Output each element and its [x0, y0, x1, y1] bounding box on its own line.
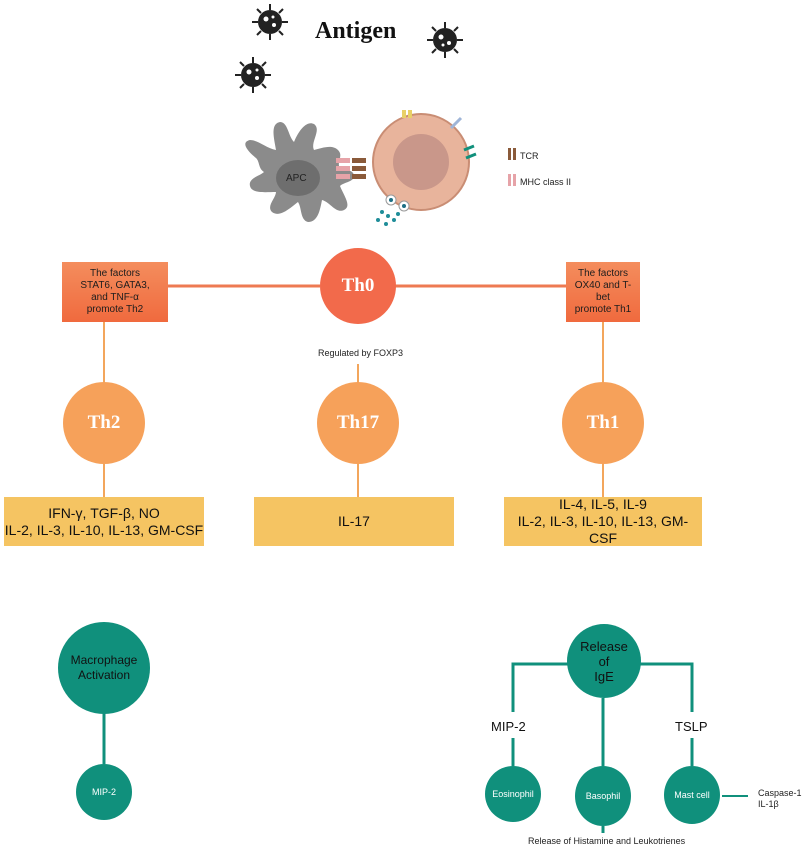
antigen-title: Antigen — [315, 18, 397, 44]
th1-label: Th1 — [586, 412, 620, 433]
th2-label: Th2 — [87, 412, 121, 433]
tcr-mhc-receptors — [336, 158, 366, 179]
mast-cell-label: Mast cell — [674, 790, 710, 800]
th17-node: Th17 — [317, 382, 399, 464]
legend-tcr: TCR — [520, 151, 539, 161]
mast-products: Caspase-1 IL-1β — [758, 788, 802, 810]
basophil-release-label: Release of Histamine and Leukotrienes — [528, 836, 686, 846]
cytokine-dots — [376, 210, 400, 226]
left-factor-line: promote Th2 — [86, 304, 144, 315]
th2-cytokine-line: IFN-γ, TGF-β, NO — [48, 504, 160, 521]
virus-icon — [252, 4, 288, 40]
mip2-cell-node: MIP-2 — [76, 764, 132, 820]
eosinophil-label: Eosinophil — [492, 789, 534, 799]
th0-label: Th0 — [341, 275, 375, 296]
ige-line: Release — [580, 638, 628, 654]
right-factor-line: OX40 and T-bet — [574, 280, 632, 303]
left-factor-line: STAT6, GATA3, — [80, 280, 150, 291]
ige-release-node: Release of IgE — [567, 624, 641, 698]
th1-cytokine-line: IL-4, IL-5, IL-9 — [559, 496, 647, 512]
th2-cytokine-box: IFN-γ, TGF-β, NO IL-2, IL-3, IL-10, IL-1… — [4, 497, 204, 546]
right-factor-line: promote Th1 — [574, 304, 632, 315]
th1-cytokine-box: IL-4, IL-5, IL-9 IL-2, IL-3, IL-10, IL-1… — [504, 496, 702, 546]
th2-node: Th2 — [63, 382, 145, 464]
right-factor-line: The factors — [577, 268, 629, 279]
left-factor-line: The factors — [89, 268, 141, 279]
macrophage-activation-node: Macrophage Activation — [58, 622, 150, 714]
macrophage-line: Macrophage — [70, 653, 138, 667]
mast-cell-node: Mast cell — [664, 766, 720, 824]
mip2-branch-label: MIP-2 — [491, 719, 526, 734]
apc-cell — [245, 122, 354, 222]
virus-icon — [427, 22, 463, 58]
left-factor-line: and TNF-α — [91, 292, 139, 303]
legend-icons — [508, 148, 516, 186]
eosinophil-node: Eosinophil — [485, 766, 541, 822]
th2-cytokine-line: IL-2, IL-3, IL-10, IL-13, GM-CSF — [4, 521, 204, 538]
th1-cytokine-line: IL-2, IL-3, IL-10, IL-13, GM-CSF — [517, 513, 689, 546]
mast-product: Caspase-1 — [758, 788, 802, 798]
right-factor-box: The factors OX40 and T-bet promote Th1 — [566, 262, 640, 322]
tslp-branch-label: TSLP — [675, 719, 708, 734]
basophil-node: Basophil — [575, 766, 631, 826]
t-cell — [372, 110, 477, 212]
ige-line: IgE — [594, 668, 614, 684]
foxp3-note: Regulated by FOXP3 — [318, 348, 404, 358]
th17-cytokine-box: IL-17 — [254, 497, 454, 546]
mast-product: IL-1β — [758, 799, 779, 809]
left-factor-box: The factors STAT6, GATA3, and TNF-α prom… — [62, 262, 168, 322]
th17-cytokine-line: IL-17 — [338, 513, 370, 529]
th0-node: Th0 — [320, 248, 396, 324]
th1-node: Th1 — [562, 382, 644, 464]
apc-label: APC — [286, 173, 307, 184]
virus-icon — [235, 57, 271, 93]
basophil-label: Basophil — [585, 791, 621, 801]
macrophage-line: Activation — [77, 668, 131, 682]
mip2-cell-label: MIP-2 — [91, 787, 116, 797]
apc-tcell-illustration — [245, 110, 516, 226]
legend-mhc: MHC class II — [520, 177, 572, 187]
th17-label: Th17 — [336, 412, 380, 433]
ige-line: of — [598, 653, 610, 669]
